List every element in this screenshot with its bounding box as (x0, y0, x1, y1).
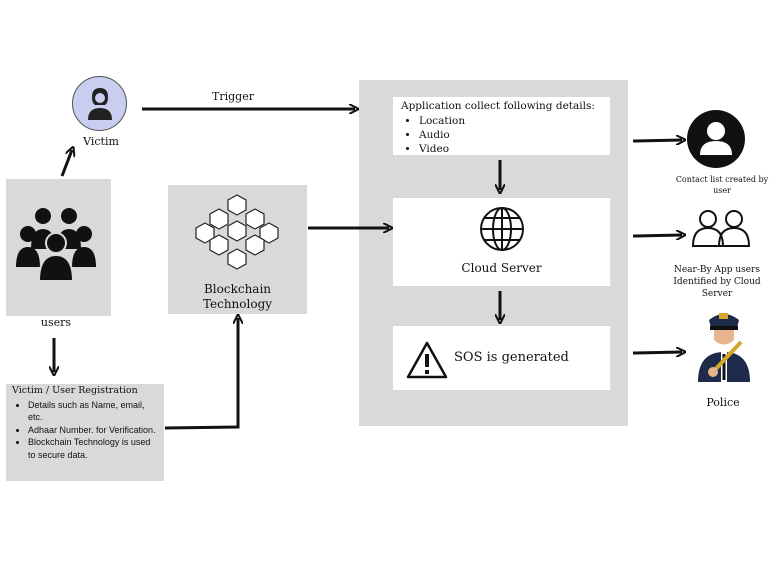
users-label: users (40, 316, 72, 329)
woman-icon (88, 88, 112, 120)
arrow-to-police (632, 352, 682, 353)
blockchain-box: Blockchain Technology (168, 185, 307, 314)
globe-icon (480, 207, 524, 251)
warning-icon (406, 341, 448, 379)
contact-label: Contact list created by user (675, 175, 769, 195)
blockchain-label-1: Blockchain (203, 282, 272, 296)
registration-item: Blockchain Technology is used to secure … (28, 436, 156, 461)
users-group-icon (16, 208, 96, 281)
app-detail-item: Location (419, 114, 610, 128)
registration-title: Victim / User Registration (12, 385, 138, 396)
cloud-server-label: Cloud Server (461, 261, 542, 275)
app-detail-item: Audio (419, 128, 610, 142)
registration-item: Adhaar Number. for Verification. (28, 424, 156, 437)
arrow-to-nearby (632, 235, 682, 236)
trigger-label: Trigger (212, 90, 254, 103)
nearby-users-icon (691, 210, 751, 247)
blockchain-icon (195, 194, 279, 270)
arrow-to-contact (632, 140, 682, 141)
police-label: Police (706, 396, 740, 409)
sos-box: SOS is generated (393, 326, 610, 390)
nearby-label: Near-By App users Identified by Cloud Se… (673, 265, 761, 299)
registration-item: Details such as Name, email, etc. (28, 399, 156, 424)
app-detail-item: Video (419, 142, 610, 156)
app-details-title: Application collect following details: (401, 100, 595, 112)
arrow-registration-to-blockchain (164, 318, 238, 430)
victim-avatar (72, 76, 127, 131)
person-icon (700, 122, 732, 155)
registration-box: Victim / User Registration Details such … (6, 384, 164, 481)
users-box (6, 179, 111, 316)
cloud-server-box: Cloud Server (393, 198, 610, 286)
blockchain-label-2: Technology (202, 297, 273, 311)
police-officer-icon (698, 313, 750, 382)
victim-label: Victim (83, 135, 119, 148)
app-details-box: Application collect following details: L… (393, 97, 610, 155)
contact-avatar (687, 110, 745, 168)
sos-label: SOS is generated (454, 350, 569, 365)
arrow-users-to-victim (60, 150, 72, 177)
